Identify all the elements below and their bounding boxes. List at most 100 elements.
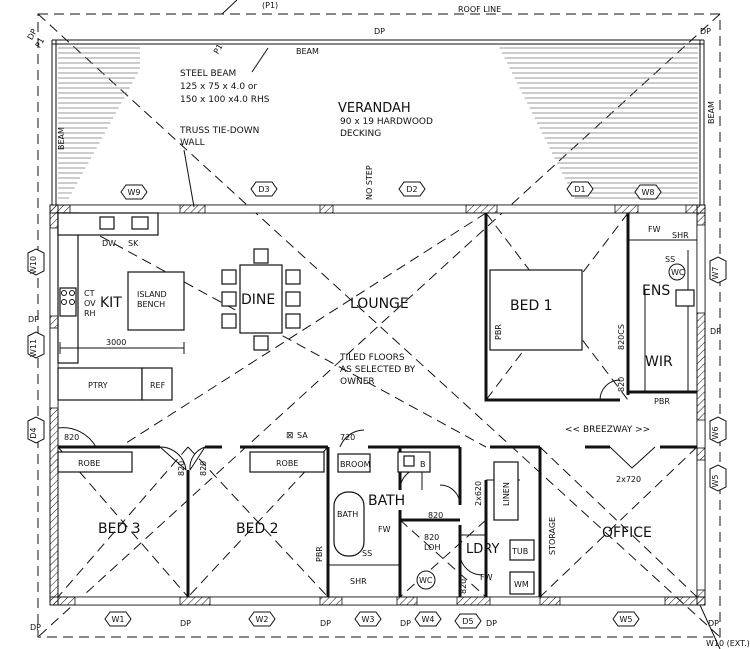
p1-left-label: P1 <box>34 36 47 49</box>
tub-label: TUB <box>511 547 528 556</box>
fw-ens-label: FW <box>648 225 661 234</box>
tag-d1: D1 <box>574 185 585 194</box>
rh-label: RH <box>84 309 96 318</box>
ldry-label: LDRY <box>466 542 499 557</box>
tag-shape-w4 <box>414 611 442 627</box>
tag-w10: W10 <box>29 256 38 274</box>
tag-w3: W3 <box>362 615 375 624</box>
tag-w11: W11 <box>29 339 38 357</box>
b-label: B <box>420 460 426 469</box>
dp-label-9: DP <box>400 619 411 628</box>
tag-shape-w5r <box>709 464 727 492</box>
dp-label-2: DP <box>374 27 385 36</box>
robe-3 <box>57 451 133 473</box>
wc-ens-label: WC <box>671 268 685 277</box>
washing-machine <box>509 571 535 595</box>
p1-mid-label: P1 <box>212 43 225 56</box>
dp-label-11: DP <box>708 619 719 628</box>
roof-line-label: ROOF LINE <box>458 5 501 14</box>
fw-ldry-label: FW <box>480 573 493 582</box>
no-step-label: NO STEP <box>365 165 374 200</box>
tag-w1: W1 <box>112 615 125 624</box>
tag-shape-w7 <box>709 256 727 284</box>
ov-label: OV <box>84 299 96 308</box>
tag-shape-w10 <box>27 248 45 276</box>
tag-w6: W6 <box>711 427 720 440</box>
beam-top-label: BEAM <box>296 47 319 56</box>
bed-2-label: BED 2 <box>236 521 279 537</box>
linen-cupboard <box>493 461 519 521</box>
820-bed2-label: 820 <box>199 461 208 476</box>
ref-label: REF <box>150 381 166 390</box>
dim-3000-label: 3000 <box>106 338 126 347</box>
wc-bath-icon <box>416 570 436 590</box>
820-ldry-label: 820 <box>428 511 443 520</box>
820-bed3-label: 820 <box>177 461 186 476</box>
sk-label: SK <box>128 239 139 248</box>
tag-shape-w1 <box>104 611 132 627</box>
dp-label-3: DP <box>700 27 711 36</box>
dp-label-5: DP <box>710 327 721 336</box>
tag-shape-d4 <box>27 416 45 444</box>
ptry-label: PTRY <box>88 381 108 390</box>
wc-ens-icon <box>668 263 686 281</box>
broom-cupboard <box>337 453 371 473</box>
tag-shape-d2 <box>398 181 426 197</box>
tag-shape-w11 <box>27 331 45 359</box>
tag-w4: W4 <box>422 615 435 624</box>
verandah-beams <box>51 39 705 205</box>
truss-line2: WALL <box>180 138 205 148</box>
linen-label: LINEN <box>502 482 511 506</box>
ens-basin <box>675 289 695 307</box>
bed-3-label: BED 3 <box>98 521 141 537</box>
robe-3-label: ROBE <box>78 459 100 468</box>
tag-shape-w8 <box>634 184 662 200</box>
tag-w5r: W5 <box>711 475 720 488</box>
loh-label: LOH <box>424 543 440 552</box>
bath-tub-label: BATH <box>337 510 358 519</box>
pbr-bed2-label: PBR <box>315 546 324 562</box>
tag-shape-w9 <box>120 184 148 200</box>
kitchen-label: KIT <box>100 295 122 311</box>
robe-2 <box>249 451 325 473</box>
dim-3000 <box>59 342 185 354</box>
tag-shape-d5 <box>454 613 482 629</box>
tag-shape-w3 <box>354 611 382 627</box>
tag-d2: D2 <box>406 185 417 194</box>
breezeway-label: << BREEZWAY >> <box>565 425 650 435</box>
laundry-tub <box>509 539 535 561</box>
storage-label: STORAGE <box>548 517 557 555</box>
820-wc-label: 820 <box>459 579 468 594</box>
sa-icon: ⊠ <box>286 431 294 441</box>
steel-beam-line2: 125 x 75 x 4.0 or <box>180 82 257 92</box>
shr-ens-label: SHR <box>672 231 689 240</box>
ct-label: CT <box>84 289 95 298</box>
dp-label-7: DP <box>180 619 191 628</box>
tag-d3: D3 <box>258 185 269 194</box>
ens-label: ENS <box>642 283 670 299</box>
sa-label: SA <box>297 431 308 440</box>
dine-label: DINE <box>241 292 275 308</box>
820-loh-label: 820 <box>424 533 439 542</box>
wall-openings <box>49 204 706 606</box>
tag-w5b: W5 <box>620 615 633 624</box>
720-label: 720 <box>340 433 355 442</box>
island-line2: BENCH <box>137 300 165 309</box>
fw-bath-label: FW <box>378 525 391 534</box>
kitchen-bench <box>57 212 159 364</box>
bottom-note: W10 (EXT.) <box>706 639 750 648</box>
820cs-label: 820CS <box>617 324 626 350</box>
broom-label: BROOM <box>340 460 371 469</box>
820-hall-label: 820 <box>64 433 79 442</box>
bed-1-label: BED 1 <box>510 298 553 314</box>
fridge <box>141 367 173 401</box>
pbr-wir-label: PBR <box>654 397 670 406</box>
dp-label-4: DP <box>28 315 39 324</box>
820-wir-label: 820 <box>617 377 626 392</box>
verandah-title: VERANDAH <box>338 101 411 116</box>
wc-bath-label: WC <box>419 576 433 585</box>
pbr-bed1-label: PBR <box>494 324 503 340</box>
wir-label: WIR <box>645 354 673 370</box>
dw-label: DW <box>102 239 116 248</box>
